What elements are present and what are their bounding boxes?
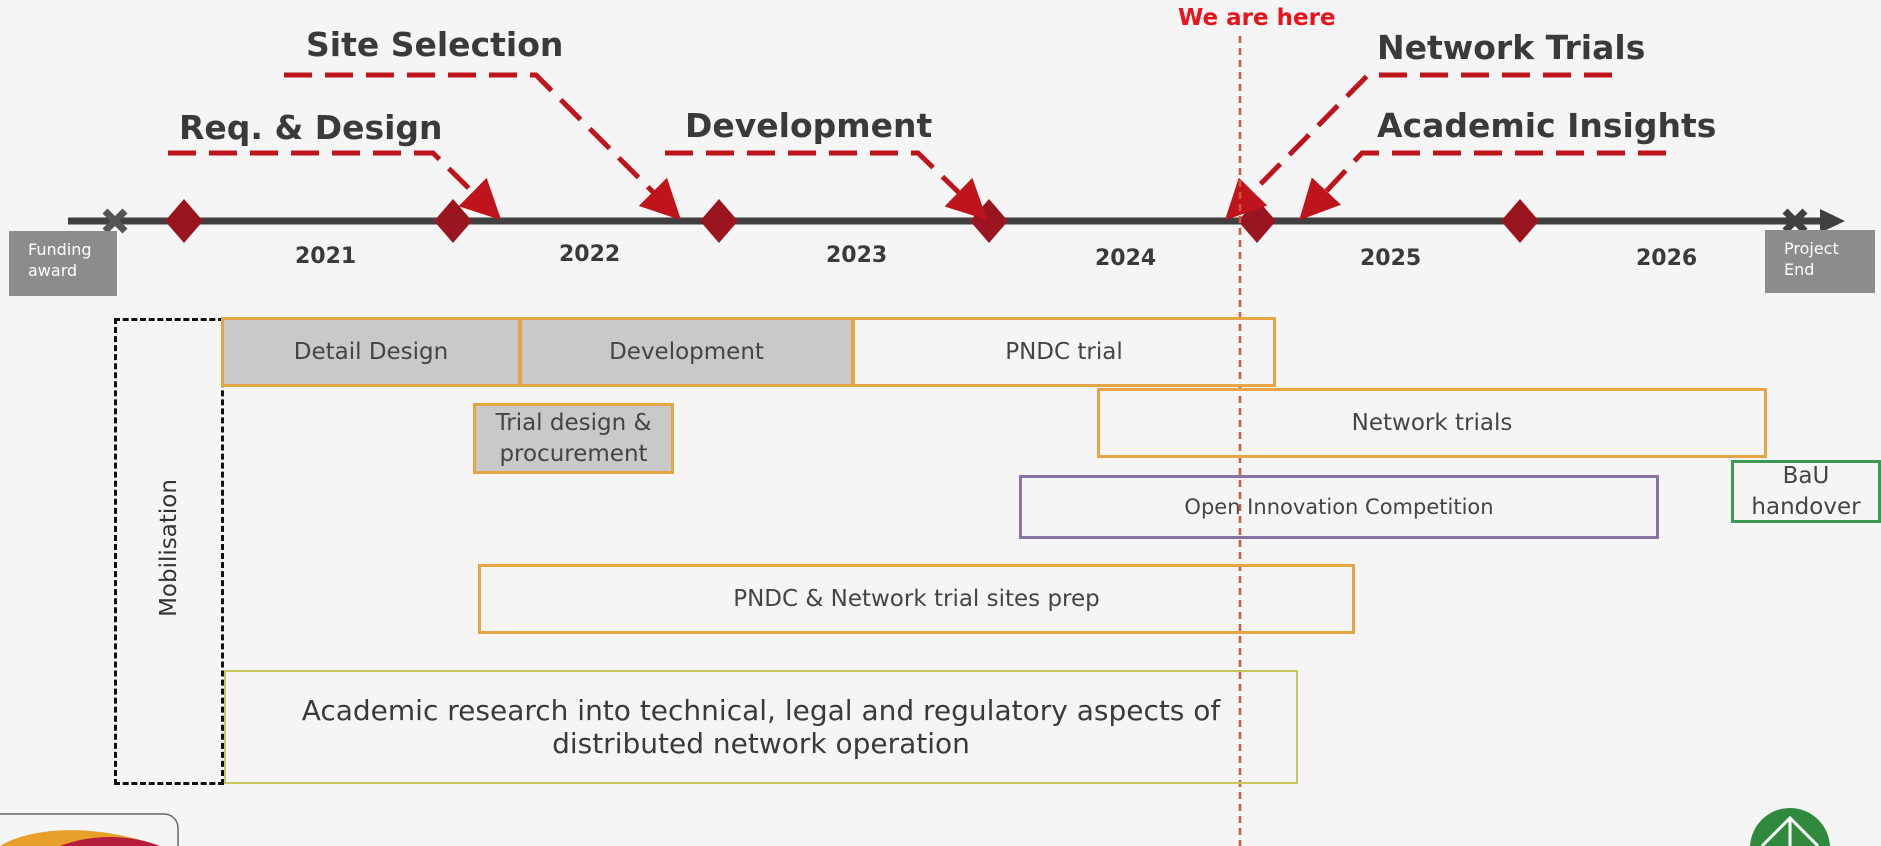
stage-academic-insights: Academic Insights	[1377, 106, 1717, 145]
year-label: 2025	[1360, 246, 1422, 271]
leader-development	[665, 150, 988, 220]
logo-left-icon	[0, 813, 179, 846]
stage-network-trials: Network Trials	[1377, 28, 1646, 67]
mobilisation-label: Mobilisation	[156, 479, 182, 617]
end-arrow-icon	[1820, 209, 1845, 233]
mobilisation-box	[114, 318, 224, 785]
leader-req-design	[168, 150, 502, 221]
stage-development: Development	[685, 106, 933, 145]
task-network-trials: Network trials	[1097, 388, 1767, 458]
milestone-diamond-icon	[165, 199, 203, 243]
project-end-box: Project End	[1765, 230, 1875, 293]
task-development: Development	[519, 317, 854, 387]
task-pndc-trial: PNDC trial	[852, 317, 1276, 387]
task-sites-prep: PNDC & Network trial sites prep	[478, 564, 1355, 634]
year-label: 2022	[559, 242, 621, 267]
leader-network-trials	[1224, 72, 1612, 221]
task-trial-design: Trial design & procurement	[473, 403, 674, 474]
year-label: 2021	[295, 244, 357, 269]
we-are-here-label: We are here	[1178, 5, 1336, 31]
task-academic-research: Academic research into technical, legal …	[224, 670, 1298, 784]
milestone-diamond-icon	[700, 199, 738, 243]
task-bau-handover: BaU handover	[1731, 460, 1881, 523]
task-open-innovation: Open Innovation Competition	[1019, 475, 1659, 539]
year-label: 2026	[1636, 246, 1698, 271]
milestone-diamond-icon	[1238, 199, 1276, 243]
leader-academic-insights	[1299, 150, 1666, 221]
leader-site-selection	[284, 72, 682, 221]
end-cross-icon	[1782, 208, 1808, 234]
start-cross-icon	[102, 208, 128, 234]
funding-award-box: Funding award	[9, 231, 117, 296]
stage-req-design: Req. & Design	[179, 108, 443, 147]
year-label: 2024	[1095, 246, 1157, 271]
logo-right-icon	[1750, 808, 1830, 846]
milestone-diamond-icon	[434, 199, 472, 243]
stage-site-selection: Site Selection	[306, 25, 564, 64]
year-label: 2023	[826, 243, 888, 268]
task-detail-design: Detail Design	[221, 317, 521, 387]
milestone-diamond-icon	[1501, 199, 1539, 243]
